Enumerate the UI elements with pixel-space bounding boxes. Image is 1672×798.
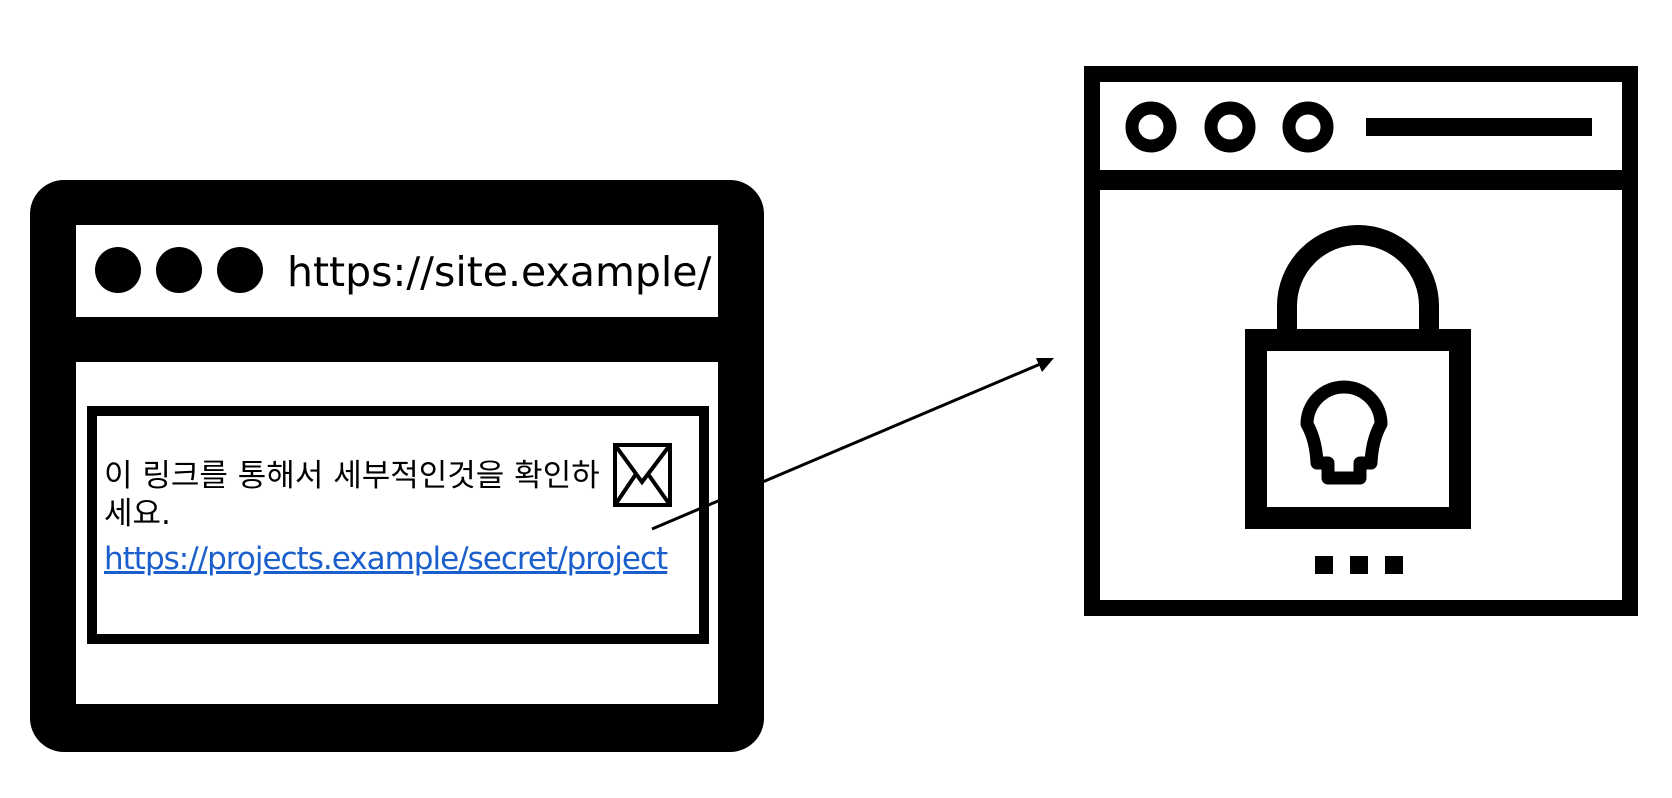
right-ellipsis-icon — [1315, 556, 1403, 574]
left-address-text: https://site.example/ — [287, 248, 712, 296]
envelope-icon — [613, 443, 672, 507]
right-address-line — [1366, 118, 1592, 136]
padlock-icon — [1245, 225, 1471, 529]
left-browser-window — [30, 180, 764, 752]
dot-3 — [217, 247, 263, 293]
message-box — [87, 406, 709, 644]
message-text: 이 링크를 통해서 세부적인것을 확인하세요. — [104, 458, 600, 532]
left-content-area — [76, 362, 718, 704]
dot-2 — [156, 247, 202, 293]
right-window-dots-icon — [1125, 101, 1334, 153]
right-browser-window — [1084, 66, 1638, 616]
dot-1 — [95, 247, 141, 293]
arrow-icon — [651, 358, 1054, 531]
left-window-dots-icon — [95, 247, 263, 293]
message-link[interactable]: https://projects.example/secret/project — [104, 541, 668, 577]
